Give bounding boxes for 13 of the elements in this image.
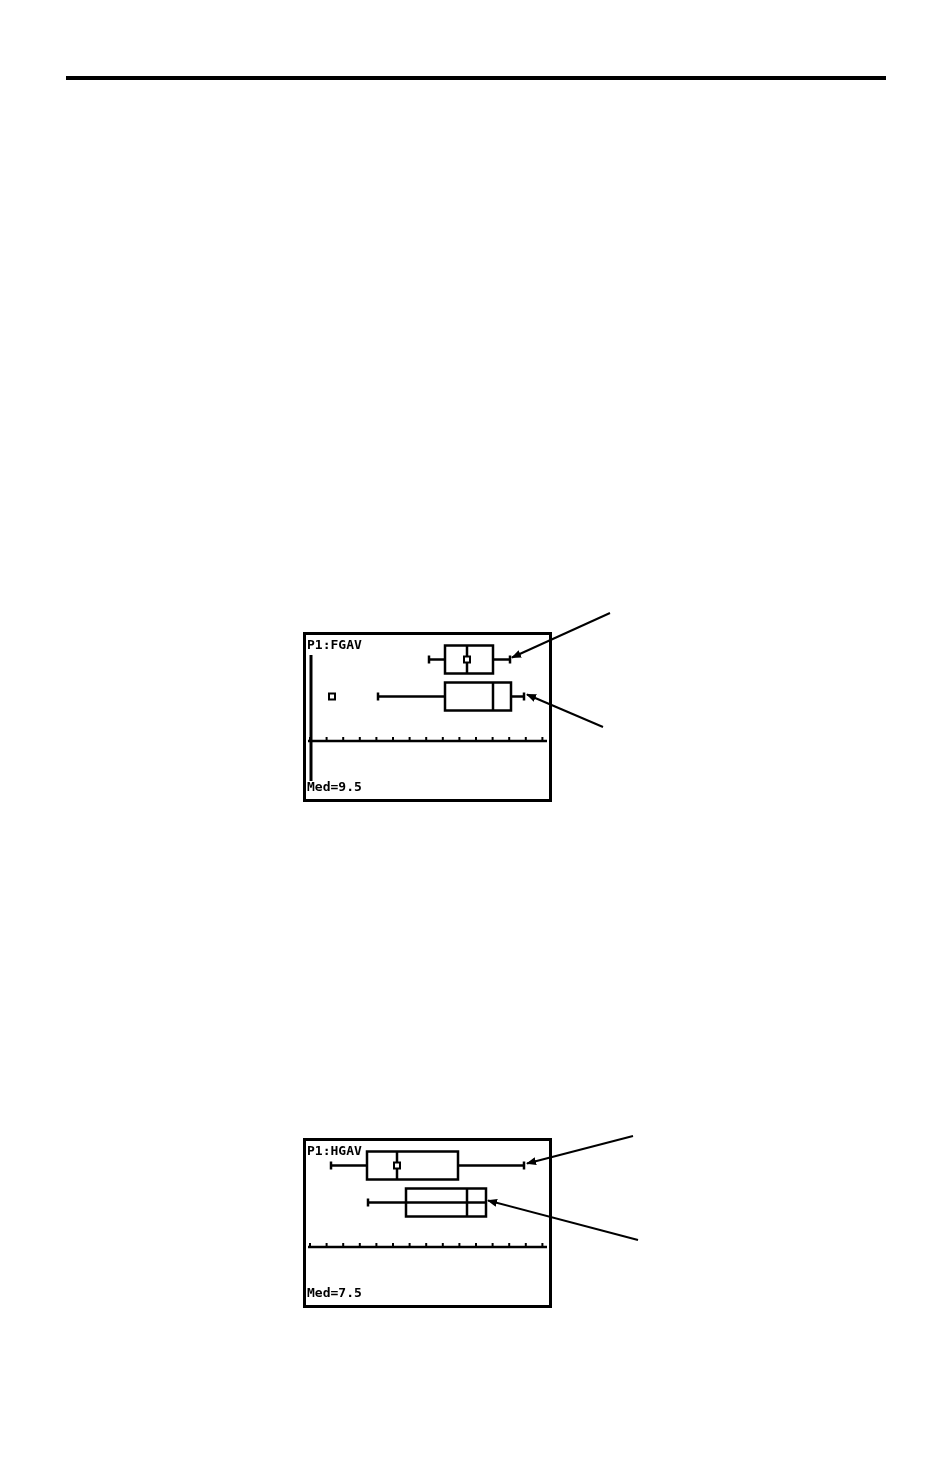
calculator-screen [303, 632, 552, 802]
screen-label: Med=9.5 [307, 780, 362, 794]
arrow [487, 1198, 639, 1241]
screen-label: P1:HGAV [307, 1144, 362, 1158]
arrow [526, 693, 604, 728]
box-plot-drawing [428, 644, 512, 675]
arrow [526, 1135, 634, 1166]
box-plot-drawing [326, 681, 527, 712]
calculator-screen [303, 1138, 552, 1308]
screen-label: P1:FGAV [307, 638, 362, 652]
screen-label: Med=7.5 [307, 1286, 362, 1300]
arrow [511, 612, 611, 659]
box-plot-drawing [367, 1187, 488, 1218]
